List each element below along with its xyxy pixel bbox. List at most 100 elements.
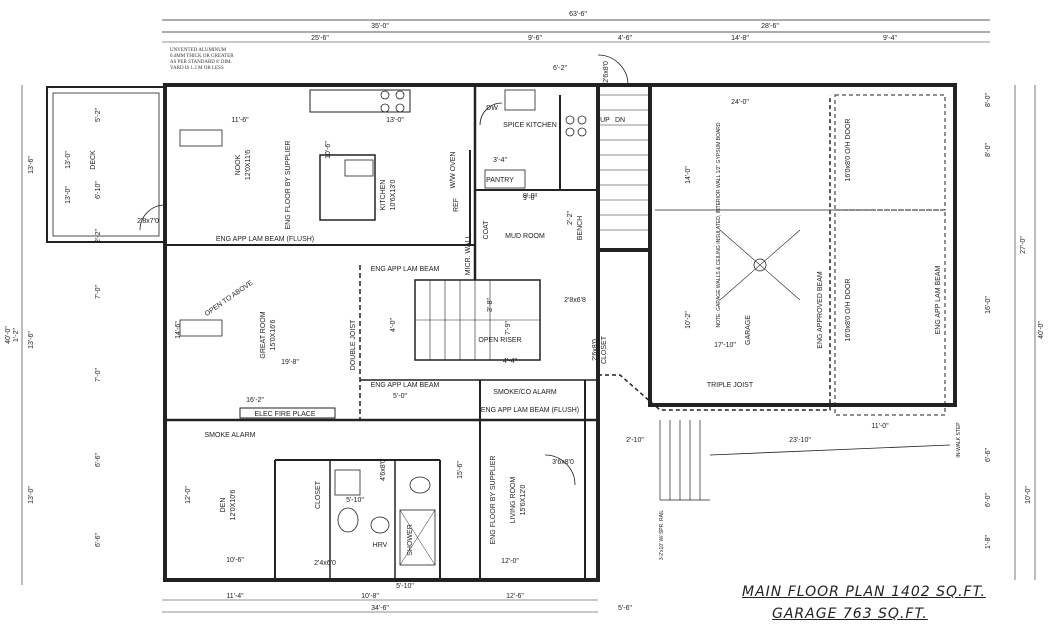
room-nook: NOOK bbox=[235, 154, 242, 175]
room-pantry: PANTRY bbox=[486, 177, 514, 184]
dim-left-11: 1'-2" bbox=[13, 328, 20, 342]
dim-left-10: 6'-6" bbox=[95, 533, 102, 547]
label-dw: DW bbox=[486, 105, 498, 112]
label-shower: SHOWER bbox=[407, 524, 414, 556]
dim-top-1: 9'-6" bbox=[528, 35, 542, 42]
dim-right-4: 6'-0" bbox=[985, 493, 992, 507]
label-eng-floor-1: ENG FLOOR BY SUPPLIER bbox=[285, 141, 292, 230]
dim-right-6: 1'-8" bbox=[985, 535, 992, 549]
label-in-walk-step: IN-WALK STEP bbox=[956, 422, 962, 458]
room-pantry-size: 3'-4" bbox=[493, 157, 507, 164]
room-mud-room-size: 9'-0" bbox=[523, 193, 537, 200]
plan-title-main: MAIN FLOOR PLAN 1402 SQ.FT. bbox=[742, 584, 986, 600]
label-beam-flush-2: ENG APP LAM BEAM (FLUSH) bbox=[481, 407, 579, 414]
dim-living-210: 2'-10" bbox=[626, 437, 644, 444]
dim-bottom-1: 10'-8" bbox=[361, 593, 379, 600]
room-closet-2-size: 2'6x8'0 bbox=[592, 339, 599, 361]
top-left-note: UNVENTED ALUMINUM 0.4mm THICK OR GREATER… bbox=[170, 48, 234, 72]
room-closet-2: CLOSET bbox=[601, 335, 608, 364]
room-garage-size: 24'-0" bbox=[731, 99, 749, 106]
dim-bottom-2: 12'-6" bbox=[506, 593, 524, 600]
dim-great-14: 14'-6" bbox=[175, 321, 182, 339]
room-open-riser-size: 7'-9" bbox=[505, 321, 512, 335]
dim-right-0: 8'-0" bbox=[985, 143, 992, 157]
label-double-joist: DOUBLE JOIST bbox=[350, 319, 357, 370]
dim-garage-17: 17'-10" bbox=[714, 342, 736, 349]
room-kitchen-size: 10'6X13'0 bbox=[390, 180, 397, 211]
dim-top-4: 9'-4" bbox=[883, 35, 897, 42]
dim-door-deck: 2'8x7'0 bbox=[137, 218, 159, 225]
dim-door-top: 2'6x8'0 bbox=[603, 61, 610, 83]
dim-left-7: 13'-6" bbox=[28, 331, 35, 349]
dim-left-6: 7'-0" bbox=[95, 368, 102, 382]
dim-garage-23: 23'-10" bbox=[789, 437, 811, 444]
label-ww-oven: W/W OVEN bbox=[450, 152, 457, 189]
room-bench: BENCH bbox=[577, 216, 584, 241]
room-living-room-size: 15'6X12'0 bbox=[520, 485, 527, 516]
dim-living-15: 15'-6" bbox=[457, 461, 464, 479]
label-approved-beam: ENG APPROVED BEAM bbox=[817, 271, 824, 349]
room-living-room: LIVING ROOM bbox=[510, 477, 517, 524]
label-open-to-above: OPEN TO ABOVE bbox=[204, 279, 255, 318]
dim-top-3: 14'-8" bbox=[731, 35, 749, 42]
dim-bottom-4: 5'-6" bbox=[618, 605, 632, 612]
label-eng-floor-2: ENG FLOOR BY SUPPLIER bbox=[490, 456, 497, 545]
dim-top-0: 25'-6" bbox=[311, 35, 329, 42]
room-closet-1: CLOSET bbox=[315, 480, 322, 509]
dim-right-depth: 40'-0" bbox=[1038, 321, 1045, 339]
label-beam-3: ENG APP LAM BEAM bbox=[935, 265, 942, 334]
dim-garage-11: 11'-0" bbox=[871, 423, 889, 430]
label-oh-door-1: 16'0x8'0 O/H DOOR bbox=[845, 119, 852, 182]
room-kitchen: KITCHEN bbox=[380, 180, 387, 211]
dim-mud-width: 9'-0" bbox=[523, 195, 537, 202]
plan-title-garage: GARAGE 763 SQ.FT. bbox=[772, 606, 928, 622]
room-garage: GARAGE bbox=[745, 315, 752, 345]
label-beam-flush-1: ENG APP LAM BEAM (FLUSH) bbox=[216, 236, 314, 243]
room-den-size: 12'0X10'6 bbox=[230, 490, 237, 521]
label-smoke-alarm: SMOKE ALARM bbox=[205, 432, 256, 439]
room-nook-size: 12'0X11'6 bbox=[245, 150, 252, 180]
label-ref: REF bbox=[453, 198, 460, 212]
dim-stair-4: 4'-0" bbox=[390, 318, 397, 332]
label-dn: DN bbox=[615, 117, 625, 124]
room-den: DEN bbox=[220, 498, 227, 513]
label-oh-door-2: 16'0x8'0 O/H DOOR bbox=[845, 279, 852, 342]
dim-left-3: 5'-2" bbox=[95, 108, 102, 122]
dim-garage: 28'-6" bbox=[761, 23, 779, 30]
label-triple-joist: TRIPLE JOIST bbox=[707, 382, 754, 389]
dim-nook-width: 11'-6" bbox=[231, 117, 249, 124]
label-hrv: HRV bbox=[373, 542, 388, 549]
note-line: UNVENTED ALUMINUM bbox=[170, 48, 227, 53]
note-line: YARD IS 1.2 M OR LESS bbox=[170, 66, 224, 71]
dim-bottom-3: 34'-6" bbox=[371, 605, 389, 612]
dim-garage-depth: 14'-0" bbox=[685, 166, 692, 184]
dim-stair-width: 5'-0" bbox=[393, 393, 407, 400]
dim-left-2: 6'-10" bbox=[95, 181, 102, 199]
room-deck-size: 13'-0" bbox=[65, 151, 72, 169]
dim-kitchen-depth: 10'-6" bbox=[325, 141, 332, 159]
room-open-riser: OPEN RISER bbox=[478, 337, 521, 344]
dim-left-9: 13'-0" bbox=[28, 486, 35, 504]
dim-right-3: 6'-6" bbox=[985, 448, 992, 462]
room-great-room: GREAT ROOM bbox=[260, 311, 267, 358]
dim-right-total: 27'-0" bbox=[1020, 236, 1027, 254]
dim-left-1: 13'-0" bbox=[65, 186, 72, 204]
label-beam-1: ENG APP LAM BEAM bbox=[371, 266, 440, 273]
dim-top-2: 4'-6" bbox=[618, 35, 632, 42]
dim-great-19: 19'-8" bbox=[281, 359, 299, 366]
dim-right-5: 10'-0" bbox=[1025, 486, 1032, 504]
dim-door-closet: 2'4x6'0 bbox=[314, 560, 336, 567]
label-smoke-co-alarm: SMOKE/CO ALARM bbox=[493, 389, 557, 396]
dim-left-0: 13'-6" bbox=[28, 156, 35, 174]
note-line: AS PER STANDARD 8' DIM. bbox=[170, 60, 232, 65]
dim-garage-10: 10'-2" bbox=[685, 311, 692, 329]
dim-stair-38: 3'-8" bbox=[487, 298, 494, 312]
room-mud-room: MUD ROOM bbox=[505, 233, 545, 240]
dim-door-stair: 2'8x6'8 bbox=[564, 297, 586, 304]
dim-left-depth: 40'-0" bbox=[5, 326, 12, 344]
dim-bottom-0: 11'-4" bbox=[226, 593, 244, 600]
dim-right-1: 16'-0" bbox=[985, 296, 992, 314]
room-bench-size: 2'-2" bbox=[567, 211, 574, 225]
dim-stair-44: 4'-4" bbox=[503, 358, 517, 365]
